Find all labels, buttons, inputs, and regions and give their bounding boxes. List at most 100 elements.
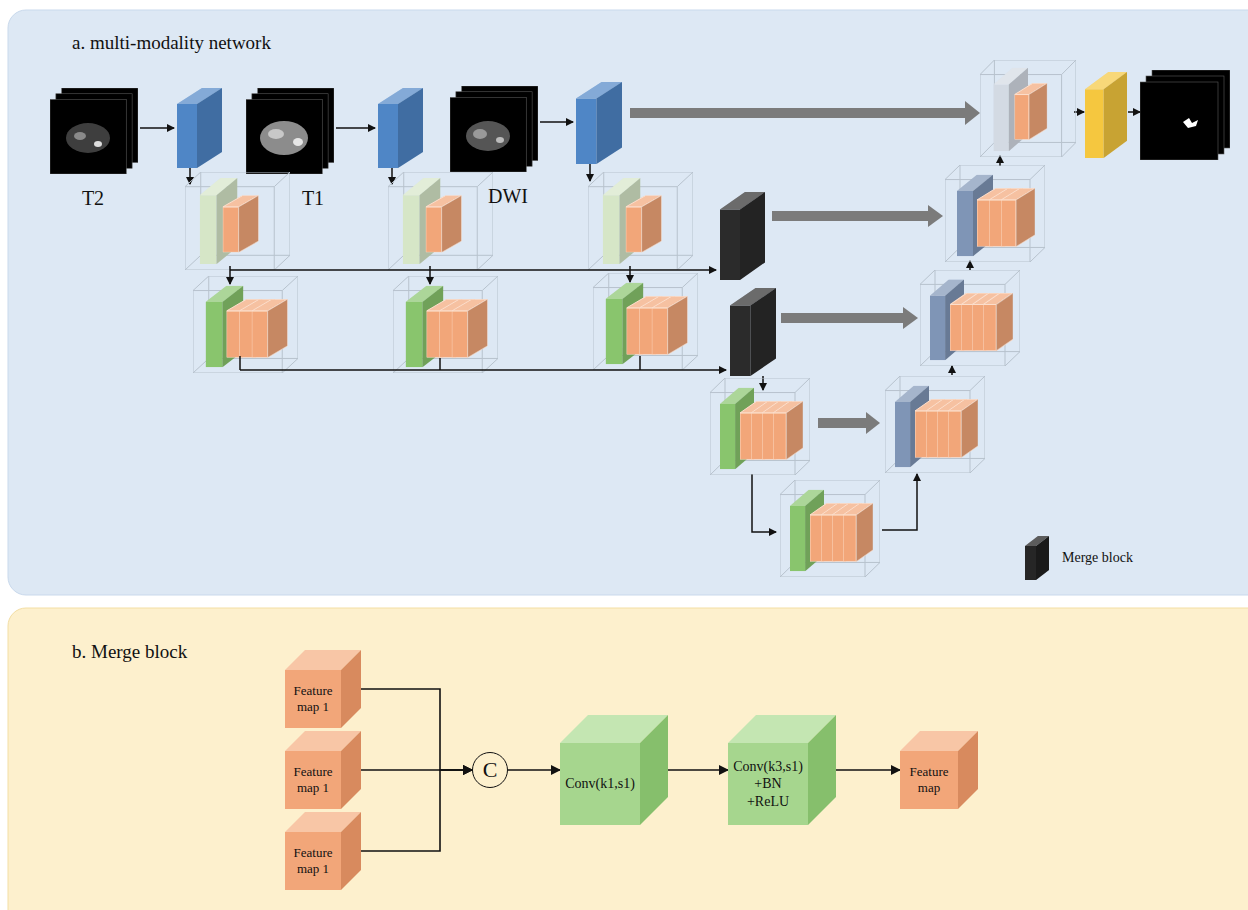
drawing-part bbox=[999, 156, 1001, 166]
legend-text: Merge block bbox=[1062, 550, 1133, 567]
drawing-part bbox=[589, 164, 591, 181]
cube-side bbox=[958, 731, 978, 809]
feature-map-cube: Feature map 1 bbox=[285, 731, 361, 809]
cube-label: Conv(k1,s1) bbox=[562, 775, 638, 793]
cube-label: Feature map 1 bbox=[288, 764, 338, 797]
drawing-part bbox=[336, 127, 375, 129]
drawing-part bbox=[630, 108, 966, 118]
drawing-part bbox=[928, 205, 943, 227]
drawing-part bbox=[980, 60, 1076, 157]
drawing-part bbox=[965, 101, 980, 125]
legend-swatch bbox=[1025, 536, 1049, 580]
drawing-part bbox=[473, 129, 487, 139]
panel-heading: b. Merge block bbox=[72, 641, 187, 664]
drawing-part bbox=[882, 474, 917, 530]
cube-front bbox=[728, 743, 808, 825]
swatch-light bbox=[1025, 536, 1049, 546]
heading-holder: a. multi-modality network bbox=[72, 32, 271, 55]
mri-t1 bbox=[246, 88, 334, 174]
panel-a: a. multi-modality network bbox=[8, 10, 1248, 595]
drawing-part bbox=[260, 121, 308, 155]
cube-front bbox=[560, 743, 640, 825]
legend-holder: Merge block bbox=[1062, 550, 1133, 567]
swatch-front bbox=[1025, 546, 1036, 580]
cube-side bbox=[640, 715, 668, 825]
drawing-part bbox=[866, 412, 880, 434]
connector bbox=[668, 769, 728, 771]
feature-map-cube: Feature map bbox=[900, 731, 978, 809]
drawing-part bbox=[720, 192, 765, 280]
drawing-part bbox=[246, 88, 334, 174]
drawing-part bbox=[293, 138, 303, 146]
drawing-part bbox=[185, 172, 290, 270]
drawing-part bbox=[752, 474, 776, 532]
drawing-part bbox=[772, 211, 929, 221]
drawing-part bbox=[639, 356, 641, 370]
connector bbox=[361, 689, 472, 770]
drawing-part bbox=[762, 376, 764, 390]
drawing-part bbox=[780, 480, 880, 577]
mri-t2 bbox=[50, 88, 138, 174]
drawing-part bbox=[951, 366, 953, 375]
cube-face: Conv(k1,s1) bbox=[560, 743, 640, 825]
drawing-part bbox=[388, 172, 493, 270]
drawing-part bbox=[588, 172, 693, 270]
cube-outline bbox=[560, 715, 668, 825]
conv-bn-relu-cube: Conv(k3,s1) +BN +ReLU bbox=[728, 715, 836, 825]
drawing-part bbox=[903, 307, 918, 329]
feature-map-cube: Feature map 1 bbox=[285, 650, 361, 728]
panel-heading: a. multi-modality network bbox=[72, 32, 271, 55]
cube-front bbox=[285, 832, 341, 890]
label-holder: T2 bbox=[82, 187, 104, 209]
label-holder: DWI bbox=[488, 185, 528, 207]
drawing-part bbox=[576, 82, 622, 164]
cube-front bbox=[285, 670, 341, 728]
drawing-part bbox=[193, 276, 298, 373]
cube-label: Conv(k3,s1) +BN +ReLU bbox=[730, 758, 806, 811]
cube-face: Conv(k3,s1) +BN +ReLU bbox=[728, 743, 808, 825]
drawing-part bbox=[730, 288, 776, 376]
drawing-part bbox=[439, 358, 441, 370]
cube-label: Feature map 1 bbox=[288, 683, 338, 716]
drawing-part bbox=[629, 266, 631, 282]
drawing-part bbox=[140, 122, 590, 184]
connector bbox=[508, 769, 560, 771]
drawing-part bbox=[140, 127, 174, 129]
label-holder: T1 bbox=[302, 187, 324, 209]
heading-holder: b. Merge block bbox=[72, 641, 187, 664]
drawing-part bbox=[1074, 111, 1084, 113]
modality-label: T1 bbox=[302, 187, 324, 209]
modality-label: DWI bbox=[488, 185, 528, 207]
drawing-part bbox=[8, 10, 1248, 595]
panel-b: b. Merge blockFeature map 1 Feature map 1… bbox=[8, 608, 1248, 910]
cube-side bbox=[341, 650, 361, 728]
drawing-part bbox=[496, 137, 504, 143]
drawing-part bbox=[74, 132, 86, 140]
cube-side bbox=[808, 715, 836, 825]
drawing-part bbox=[540, 121, 573, 123]
segmentation-output bbox=[1140, 70, 1230, 160]
drawing-part bbox=[920, 270, 1020, 366]
drawing-part bbox=[177, 88, 222, 168]
cube-face: Feature map bbox=[900, 751, 958, 809]
drawing-part bbox=[450, 86, 538, 172]
drawing-part bbox=[50, 88, 138, 174]
drawing-part bbox=[189, 168, 191, 184]
cube-front bbox=[900, 751, 958, 809]
connector bbox=[361, 770, 472, 851]
cube-label: Feature map 1 bbox=[288, 845, 338, 878]
drawing-part bbox=[1128, 111, 1140, 113]
cube-side bbox=[341, 812, 361, 890]
drawing-part bbox=[1140, 70, 1230, 160]
cube-face: Feature map 1 bbox=[285, 751, 341, 809]
drawing-part bbox=[391, 168, 393, 184]
cube-label: Feature map bbox=[903, 764, 955, 797]
drawing-part bbox=[229, 266, 231, 284]
drawing-part bbox=[969, 261, 971, 270]
drawing-part bbox=[818, 418, 867, 428]
cube-side bbox=[341, 731, 361, 809]
cube-face: Feature map 1 bbox=[285, 670, 341, 728]
drawing-part bbox=[429, 266, 431, 284]
